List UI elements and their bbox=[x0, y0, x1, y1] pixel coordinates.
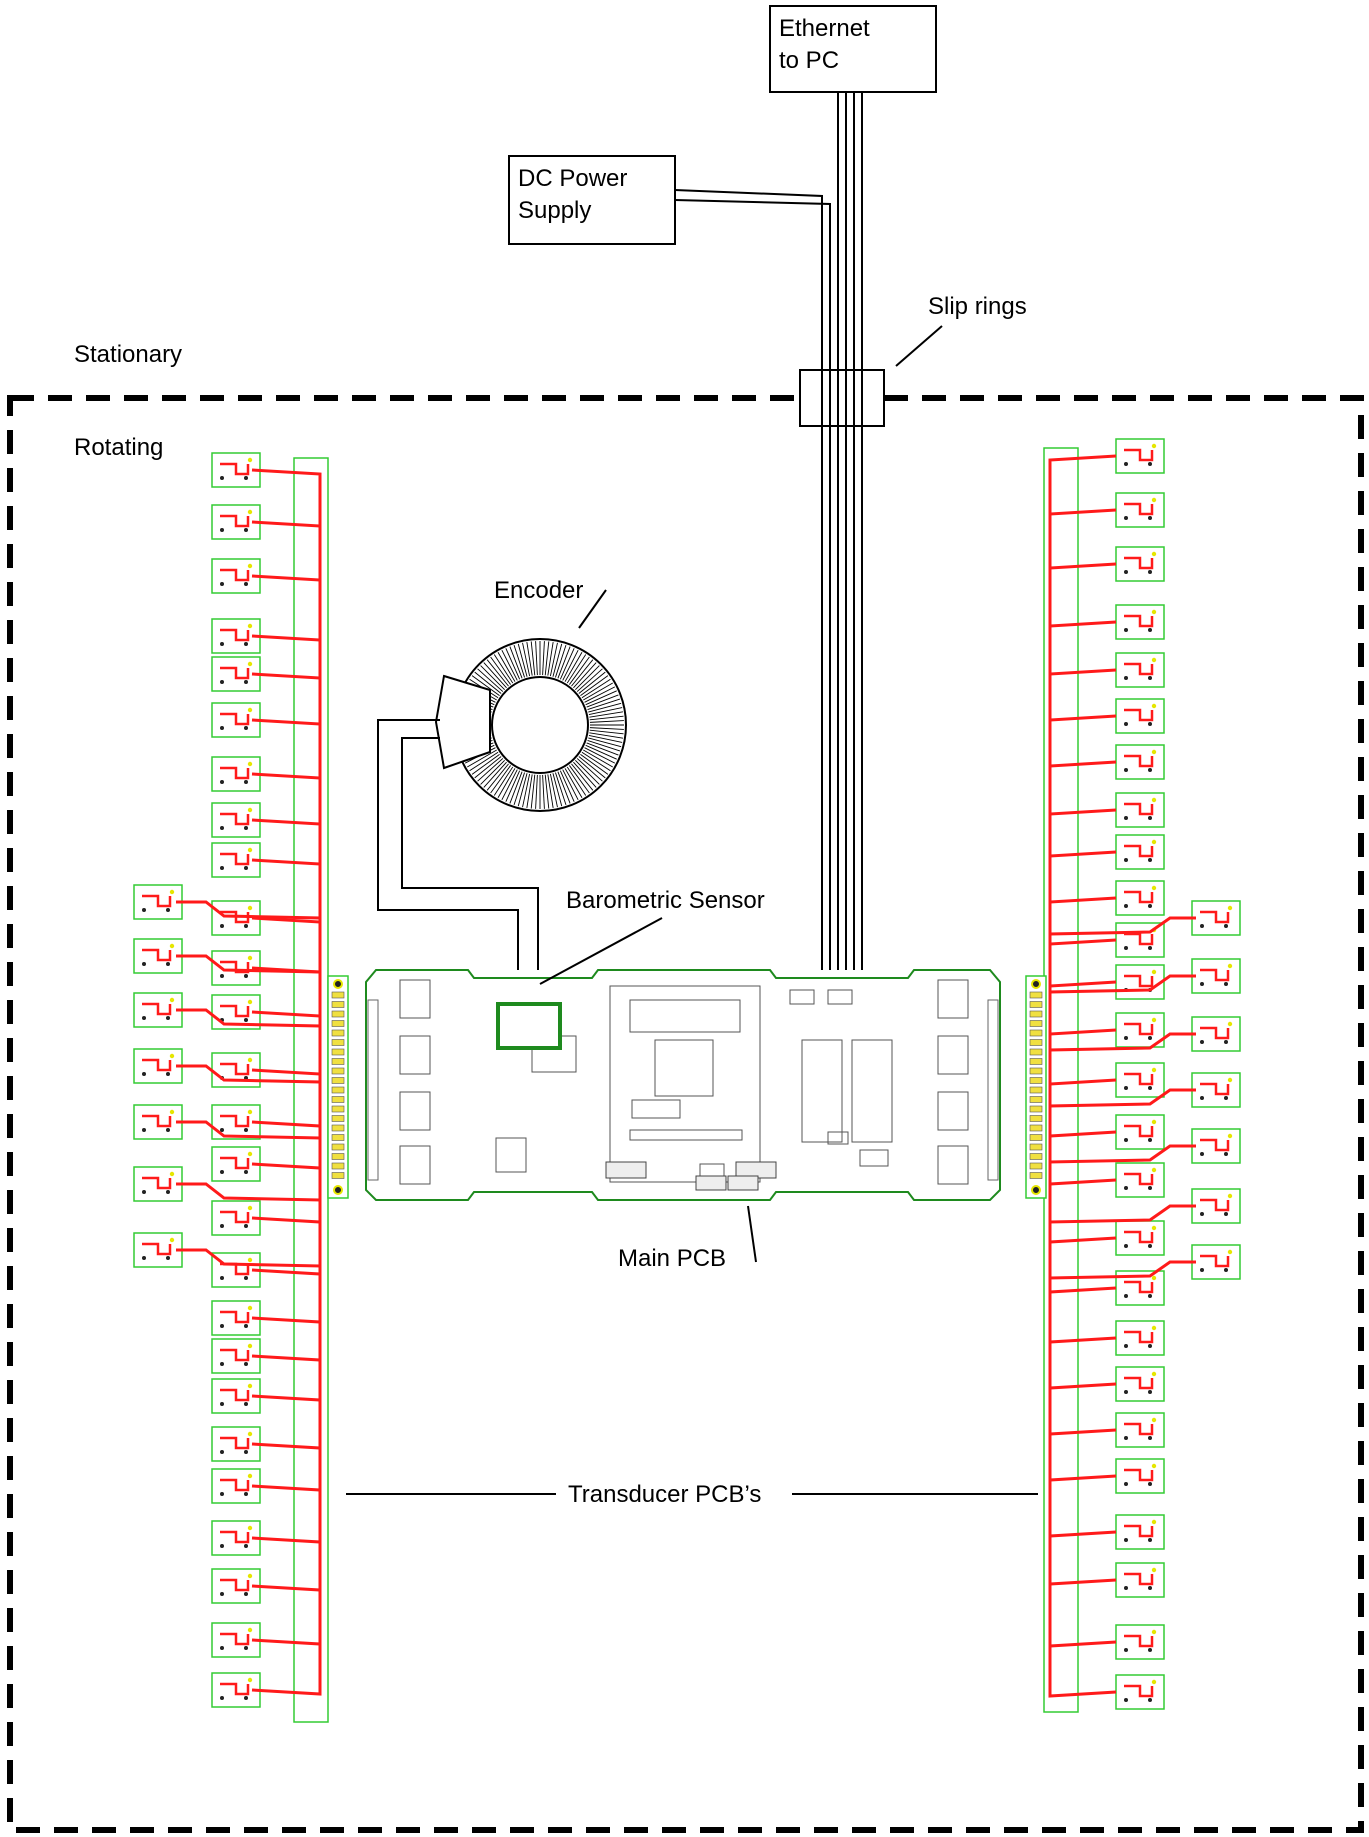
right-transducer-strip bbox=[1026, 439, 1240, 1712]
rotating-label: Rotating bbox=[74, 434, 163, 461]
transducer-pcb bbox=[1192, 1073, 1240, 1107]
ethernet-label-line2: to PC bbox=[779, 47, 839, 74]
transducer-pcb bbox=[1116, 1063, 1164, 1097]
transducer-pcb bbox=[134, 993, 182, 1027]
transducer-pcb bbox=[1116, 745, 1164, 779]
encoder bbox=[436, 639, 626, 811]
transducer-pcb bbox=[1116, 1625, 1164, 1659]
dc-power-label-line1: DC Power bbox=[518, 165, 627, 192]
slip-rings-leader bbox=[896, 326, 942, 366]
transducer-pcb bbox=[1116, 1163, 1164, 1197]
transducer-pcb bbox=[1116, 1221, 1164, 1255]
transducer-pcb bbox=[1192, 901, 1240, 935]
dc-power-label-line2: Supply bbox=[518, 197, 591, 224]
ethernet-label-line1: Ethernet bbox=[779, 15, 870, 42]
stationary-label: Stationary bbox=[74, 341, 182, 368]
transducer-pcb bbox=[1116, 493, 1164, 527]
transducer-pcb bbox=[1116, 699, 1164, 733]
transducer-pcb bbox=[1116, 653, 1164, 687]
transducer-pcb bbox=[1116, 1459, 1164, 1493]
transducer-pcb bbox=[1116, 1515, 1164, 1549]
transducer-pcb bbox=[1116, 1367, 1164, 1401]
transducer-pcb bbox=[1116, 835, 1164, 869]
ethernet-cable bbox=[838, 92, 862, 970]
main-pcb bbox=[366, 970, 1000, 1200]
transducer-pcb bbox=[1116, 881, 1164, 915]
transducer-pcb bbox=[134, 1167, 182, 1201]
transducer-pcb bbox=[1116, 965, 1164, 999]
transducer-pcb bbox=[1116, 1413, 1164, 1447]
barometric-sensor bbox=[498, 1004, 560, 1048]
transducer-pcb bbox=[134, 885, 182, 919]
transducer-pcb bbox=[1116, 547, 1164, 581]
transducer-pcb bbox=[1116, 1675, 1164, 1709]
barometric-sensor-label: Barometric Sensor bbox=[566, 887, 765, 914]
main-pcb-label: Main PCB bbox=[618, 1245, 726, 1272]
transducer-pcb bbox=[1192, 1189, 1240, 1223]
slip-rings-box bbox=[800, 370, 884, 426]
left-transducer-strip bbox=[134, 453, 348, 1722]
encoder-label: Encoder bbox=[494, 577, 583, 604]
transducer-pcb bbox=[1116, 439, 1164, 473]
transducer-pcb bbox=[134, 1105, 182, 1139]
slip-rings-label: Slip rings bbox=[928, 293, 1027, 320]
transducer-pcb bbox=[1192, 1129, 1240, 1163]
transducer-pcbs-label: Transducer PCB’s bbox=[568, 1481, 761, 1508]
transducer-pcb bbox=[1116, 793, 1164, 827]
transducer-pcb bbox=[134, 1049, 182, 1083]
transducer-pcb bbox=[134, 939, 182, 973]
dc-power-cable bbox=[675, 190, 830, 970]
transducer-pcb bbox=[1116, 605, 1164, 639]
transducer-pcb bbox=[1192, 959, 1240, 993]
transducer-pcb bbox=[1116, 1115, 1164, 1149]
main-pcb-leader bbox=[748, 1206, 756, 1262]
transducer-pcb bbox=[1116, 1321, 1164, 1355]
transducer-pcb bbox=[134, 1233, 182, 1267]
transducer-pcb bbox=[1116, 1563, 1164, 1597]
transducer-pcb bbox=[1192, 1245, 1240, 1279]
transducer-pcb bbox=[1192, 1017, 1240, 1051]
